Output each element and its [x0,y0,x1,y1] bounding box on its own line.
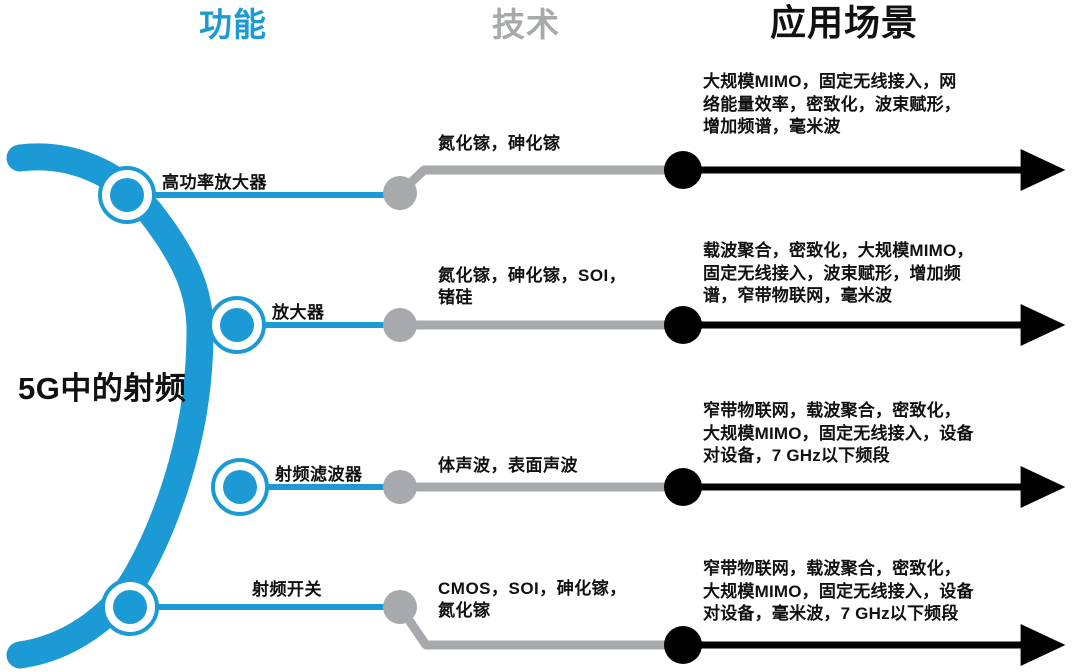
application-label-4: 窄带物联网，载波聚合，密致化， 大规模MIMO，固定无线接入，设备 对设备，毫米… [703,558,974,626]
function-label-2: 放大器 [272,303,325,322]
function-label-3: 射频滤波器 [275,465,363,484]
application-label-2-line-3: 谱，窄带物联网，毫米波 [703,286,893,306]
application-arrows [683,149,1066,666]
root-title: 5G中的射频 [18,371,187,406]
technology-label-2: 氮化镓，砷化镓，SOI， 锗硅 [438,265,626,310]
application-label-3-line-2: 大规模MIMO，固定无线接入，设备 [703,423,974,443]
function-label-1: 高功率放大器 [162,173,267,192]
technology-label-4-line-1: CMOS，SOI，砷化镓， [438,579,627,598]
technology-nodes [383,176,417,624]
application-label-4-line-1: 窄带物联网，载波聚合，密致化， [703,559,961,578]
technology-label-3: 体声波，表面声波 [438,455,578,477]
application-label-3-line-1: 窄带物联网，载波聚合，密致化， [703,401,961,420]
application-label-1-line-1: 大规模MIMO，固定无线接入，网 [703,72,957,91]
technology-node-2 [383,308,417,342]
application-label-2: 载波聚合，密致化，大规模MIMO， 固定无线接入，波束赋形，增加频 谱，窄带物联… [703,240,974,308]
application-node-3 [664,468,702,506]
tech-path-1 [396,165,690,197]
application-label-3: 窄带物联网，载波聚合，密致化， 大规模MIMO，固定无线接入，设备 对设备，7 … [703,400,974,468]
application-label-1: 大规模MIMO，固定无线接入，网 络能量效率，密致化，波束赋形， 增加频谱，毫米… [703,71,961,139]
function-node-dot-3 [223,470,257,504]
technology-label-1-line-1: 氮化镓，砷化镓 [438,134,561,153]
technology-node-4 [383,590,417,624]
function-node-dot-1 [110,178,144,212]
technology-label-3-line-1: 体声波，表面声波 [438,456,578,475]
technology-node-3 [383,470,417,504]
technology-label-2-line-1: 氮化镓，砷化镓，SOI， [438,266,627,285]
technology-label-1: 氮化镓，砷化镓 [438,133,561,155]
technology-connectors [396,165,690,650]
function-node-dot-2 [220,308,254,342]
application-label-1-line-3: 增加频谱，毫米波 [703,117,841,137]
application-label-4-line-2: 大规模MIMO，固定无线接入，设备 [703,581,974,601]
column-header-function: 功能 [199,6,267,43]
application-label-4-line-3: 对设备，毫米波，7 GHz以下频段 [703,604,959,624]
application-node-4 [664,626,702,664]
function-node-rings [98,166,269,636]
technology-node-1 [383,176,417,210]
technology-label-4: CMOS，SOI，砷化镓， 氮化镓 [438,578,627,623]
application-nodes [664,151,702,664]
application-node-2 [664,306,702,344]
technology-label-2-line-2: 锗硅 [438,288,473,308]
application-label-1-line-2: 络能量效率，密致化，波束赋形， [703,94,961,114]
column-header-technology: 技术 [492,6,560,43]
application-node-1 [664,151,702,189]
technology-label-4-line-2: 氮化镓 [438,601,491,621]
column-header-application: 应用场景 [770,2,919,43]
function-node-dot-4 [113,590,147,624]
application-label-2-line-1: 载波聚合，密致化，大规模MIMO， [703,241,974,260]
function-label-4: 射频开关 [252,580,322,599]
application-label-2-line-2: 固定无线接入，波束赋形，增加频 [703,263,961,283]
application-label-3-line-3: 对设备，7 GHz以下频段 [703,446,890,466]
